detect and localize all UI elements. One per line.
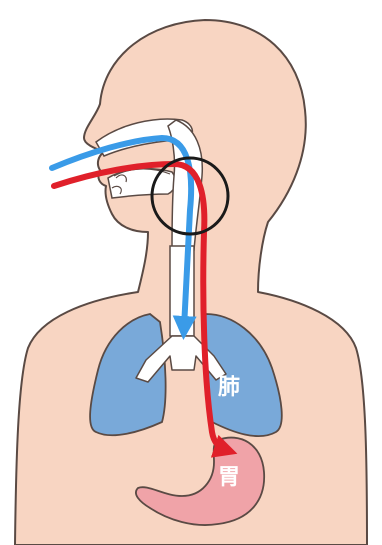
oral-cavity	[108, 169, 175, 198]
stomach-label: 胃	[218, 465, 240, 490]
lung-label: 肺	[218, 375, 240, 400]
